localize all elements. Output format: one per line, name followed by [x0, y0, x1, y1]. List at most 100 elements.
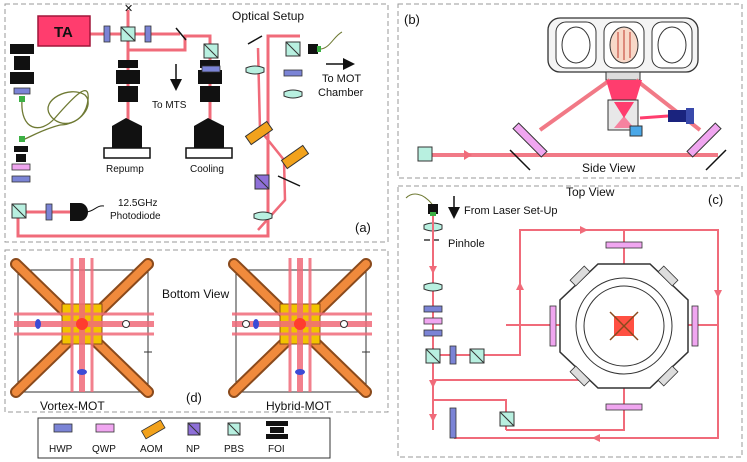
mirror-right-2 [277, 175, 301, 187]
legend-label-qwp: QWP [92, 444, 116, 455]
repump-label: Repump [106, 164, 144, 175]
side-arrow [464, 150, 472, 160]
aom-2 [280, 144, 310, 170]
legend: HWP QWP AOM NP PBS FOI [37, 417, 331, 459]
panel-d: Bottom View (d) Vortex-MOT Hybrid-MOT [10, 258, 372, 413]
side-camera-beam [639, 114, 669, 120]
np-cube-diag [254, 174, 270, 190]
fiber-top [405, 193, 433, 205]
mirror-top [175, 27, 187, 41]
fiber-coupler-1 [19, 96, 25, 102]
photodiode-label-2: Photodiode [110, 211, 161, 222]
legend-item-np: NP [186, 422, 201, 455]
fiber-coupler-top [428, 204, 438, 214]
camera-beam [614, 102, 634, 118]
side-camera [668, 110, 690, 122]
legend-item-foi: FOI [266, 421, 288, 455]
camera-beam-2 [614, 116, 634, 128]
cooling-laser [185, 60, 233, 159]
hwp-top [103, 25, 111, 43]
panel-d-caption: Bottom View [162, 287, 229, 301]
pbs-top-c2-diag [469, 348, 485, 364]
blue-sensor [629, 125, 643, 137]
mts-label: To MTS [152, 100, 187, 111]
panel-c-caption: Top View [566, 185, 615, 199]
qwp-top-c [423, 317, 443, 325]
lens-right-2 [253, 211, 273, 221]
vortex-mot-label: Vortex-MOT [40, 399, 105, 413]
pbs-top-c3-diag [499, 411, 515, 427]
panel-b: (b) Side View [404, 12, 727, 175]
legend-label-pbs: PBS [224, 444, 244, 455]
fiber-coupler-top-tip [430, 212, 436, 216]
legend-label-np: NP [186, 444, 200, 455]
hwp-right [283, 69, 303, 77]
hybrid-mot-label: Hybrid-MOT [266, 399, 332, 413]
side-camera-lens [686, 108, 694, 124]
pbs-right-diag [285, 41, 301, 57]
legend-label-aom: AOM [140, 444, 163, 455]
panel-c-border [397, 185, 743, 458]
mot-center-top [609, 311, 639, 341]
aom-1 [244, 120, 274, 146]
fiber-coupler-out [308, 44, 318, 54]
pbs-left-diag [11, 203, 27, 219]
panel-a-title: Optical Setup [232, 9, 304, 23]
foi-left [10, 44, 34, 84]
chamber-top-ports [569, 265, 679, 387]
chamber-side [547, 17, 699, 81]
panel-a-label: (a) [355, 220, 371, 235]
vortex-mot [10, 258, 154, 398]
pbs-top-diag [120, 26, 136, 42]
side-mirrors [509, 122, 727, 171]
chamber-top-windows [549, 241, 699, 411]
legend-item-pbs: PBS [224, 422, 244, 455]
legend-item-qwp: QWP [92, 423, 116, 455]
legend-label-foi: FOI [268, 444, 285, 455]
fiber-out [320, 31, 343, 50]
fiber-coupler-out-tip [317, 46, 321, 52]
hwp-top-c [423, 305, 443, 313]
lens-top-2 [423, 282, 443, 292]
fiber-coil [21, 90, 89, 141]
panel-b-label: (b) [404, 12, 420, 27]
hwp-top-c2 [423, 329, 443, 337]
panel-c-label: (c) [708, 192, 723, 207]
hybrid-mot [228, 258, 372, 398]
photodiode [70, 203, 88, 221]
mot-label-2: Chamber [318, 87, 364, 99]
cooling-label: Cooling [190, 164, 224, 175]
panel-a-border [4, 3, 389, 243]
mot-label-1: To MOT [322, 73, 361, 85]
hwp-top-c3 [449, 345, 457, 365]
lens-right-1 [245, 65, 265, 75]
photodiode-cable [85, 205, 105, 213]
panel-b-border [397, 3, 743, 179]
ta-amplifier [37, 15, 91, 47]
qwp-left [11, 163, 31, 171]
from-laser-label: From Laser Set-Up [464, 205, 558, 217]
legend-label-hwp: HWP [49, 444, 73, 455]
panel-a: Optical Setup (a) TA ✕ [10, 3, 371, 238]
fiber-coupler-2 [19, 136, 25, 142]
camera-cone [606, 80, 642, 100]
hwp-left [13, 87, 31, 95]
pbs-top-c-diag [425, 348, 441, 364]
legend-item-aom: AOM [140, 419, 166, 455]
foi-left-lower [14, 146, 28, 162]
lens-right-3 [283, 89, 303, 99]
hwp-mid [201, 65, 221, 73]
hwp-pd [45, 203, 53, 221]
photodiode-label-1: 12.5GHz [118, 198, 157, 209]
hwp-left2 [11, 175, 31, 183]
chamber-top-inner2 [583, 285, 665, 367]
hwp-top2 [144, 25, 152, 43]
x-mark: ✕ [124, 3, 133, 15]
pbs-mid-diag [203, 43, 219, 59]
ta-label: TA [54, 24, 73, 41]
legend-item-hwp: HWP [49, 423, 73, 455]
fiber-coupler-side [417, 146, 433, 162]
panel-d-border [4, 249, 389, 413]
mirror-right-1 [247, 35, 263, 45]
